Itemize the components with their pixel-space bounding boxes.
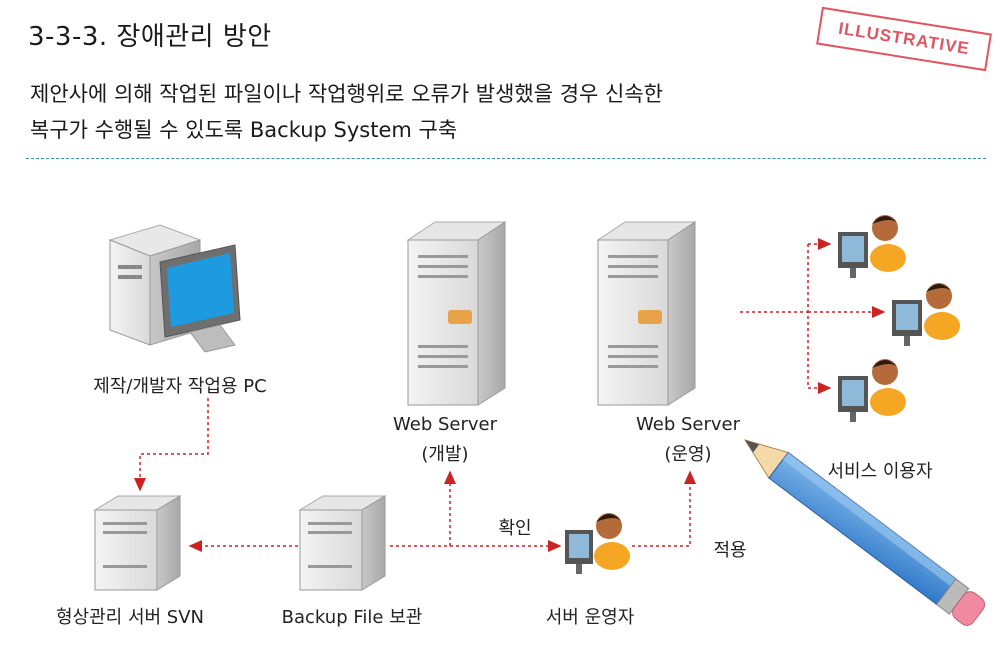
user-icon-2 (892, 283, 960, 346)
connectors (134, 238, 886, 552)
subtitle-line-1: 제안사에 의해 작업된 파일이나 작업행위로 오류가 발생했을 경우 신속한 (30, 82, 663, 106)
pc-to-svn-arrow (134, 398, 209, 492)
svn-server-icon (93, 495, 182, 591)
svn-server-label: 형상관리 서버 SVN (55, 607, 204, 628)
web-server-dev-label: Web Server (393, 414, 497, 435)
page-title: 3-3-3. 장애관리 방안 (28, 22, 272, 52)
apply-label: 적용 (713, 540, 747, 561)
confirm-label: 확인 (498, 518, 532, 539)
web-server-ops-sublabel: (운영) (664, 444, 712, 465)
subtitle-line-2: 복구가 수행될 수 있도록 Backup System 구축 (30, 118, 458, 142)
apply-to-ops-arrow (632, 470, 696, 547)
web-server-dev-icon (406, 221, 507, 406)
header-divider (26, 158, 986, 159)
server-operator-label: 서버 운영자 (545, 607, 635, 628)
server-operator-icon (565, 513, 630, 574)
pencil-icon (743, 439, 986, 626)
dev-pc-label: 제작/개발자 작업용 PC (93, 376, 267, 397)
user-icon-3 (838, 359, 906, 422)
backup-server-icon (298, 495, 387, 591)
web-server-dev-sublabel: (개발) (421, 444, 469, 465)
backup-store-label: Backup File 보관 (281, 607, 423, 628)
dev-pc-icon (108, 224, 241, 353)
web-server-ops-label: Web Server (636, 414, 740, 435)
service-users-label: 서비스 이용자 (827, 461, 933, 482)
user-icon-1 (838, 215, 906, 278)
web-server-ops-icon (596, 221, 697, 406)
